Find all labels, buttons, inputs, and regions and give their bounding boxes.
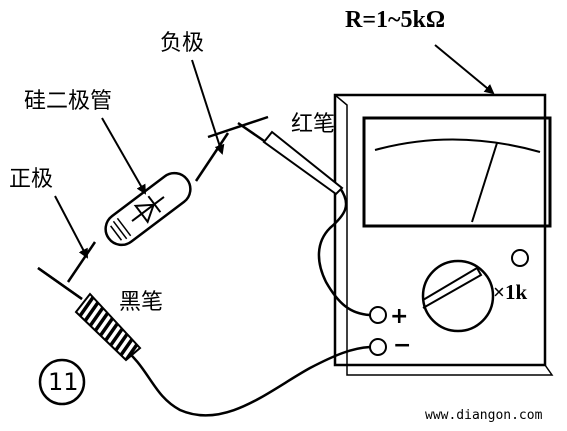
minus-terminal-label: − bbox=[393, 333, 411, 358]
diode-symbol-triangle bbox=[133, 203, 156, 224]
plus-terminal-jack bbox=[369, 306, 387, 324]
black-probe-handle bbox=[74, 292, 142, 362]
diode-symbol-bar bbox=[147, 195, 162, 213]
negative-pole-label: 负极 bbox=[160, 31, 204, 56]
range-selector-knob bbox=[421, 259, 495, 333]
red-probe bbox=[237, 121, 344, 196]
meter-scale-arc bbox=[374, 138, 541, 153]
zero-adjust-knob bbox=[511, 249, 529, 267]
silicon-diode bbox=[104, 171, 192, 247]
figure-number-circle bbox=[38, 358, 86, 406]
negative-lead bbox=[194, 132, 230, 182]
positive-terminal-mark bbox=[37, 266, 83, 301]
multimeter-body bbox=[333, 93, 547, 367]
diode-cathode-band-3 bbox=[116, 217, 132, 237]
meter-window bbox=[362, 116, 552, 228]
silicon-diode-arrow bbox=[101, 117, 146, 195]
diode-cathode-band-1 bbox=[110, 225, 123, 241]
diode-cathode-band-2 bbox=[112, 220, 128, 240]
red-probe-label: 红笔 bbox=[291, 112, 335, 137]
resistance-arrow bbox=[434, 44, 495, 95]
meter-needle bbox=[471, 142, 498, 223]
positive-pole-arrow bbox=[54, 195, 88, 259]
resistance-label: R=1~5kΩ bbox=[345, 7, 445, 33]
silicon-diode-label: 硅二极管 bbox=[24, 89, 112, 114]
diode-symbol-line bbox=[131, 196, 165, 222]
positive-lead bbox=[66, 241, 97, 283]
red-probe-handle bbox=[262, 130, 344, 196]
minus-terminal-jack bbox=[369, 338, 387, 356]
range-label: ×1k bbox=[493, 280, 527, 304]
negative-pole-arrow bbox=[191, 59, 225, 155]
negative-terminal-mark bbox=[207, 115, 269, 139]
multimeter-side bbox=[334, 94, 554, 376]
red-probe-wire bbox=[317, 187, 371, 317]
black-probe-label: 黑笔 bbox=[119, 290, 163, 315]
plus-terminal-label: + bbox=[390, 304, 408, 329]
figure-number: 11 bbox=[48, 368, 79, 396]
watermark: www.diangon.com bbox=[425, 408, 543, 423]
range-selector-pointer bbox=[422, 266, 483, 309]
black-probe-wire bbox=[119, 344, 371, 417]
multimeter bbox=[333, 93, 554, 376]
positive-pole-label: 正极 bbox=[9, 167, 53, 192]
